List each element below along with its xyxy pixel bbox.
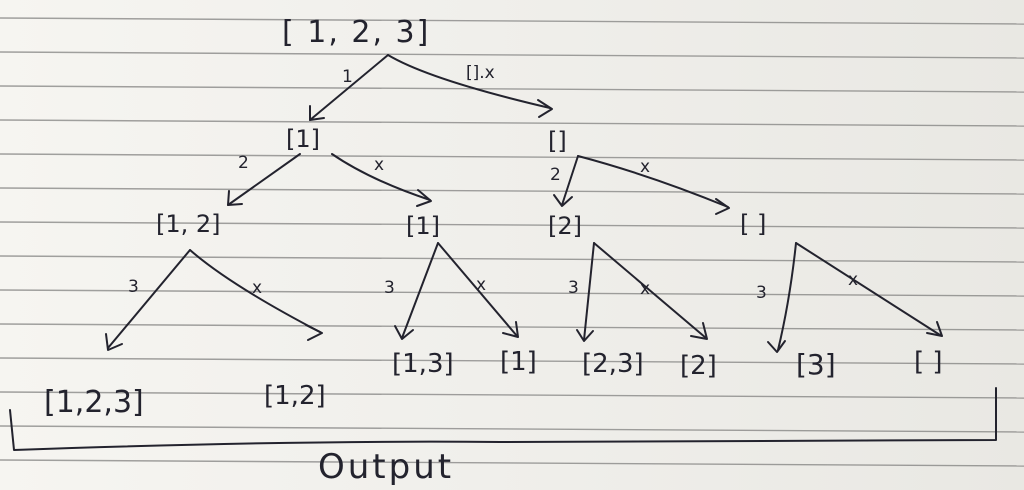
arrowhead xyxy=(690,322,708,340)
edge-n5-right xyxy=(593,242,707,339)
arrowhead xyxy=(394,325,414,340)
tree-edges xyxy=(105,54,943,353)
edge-n6-right xyxy=(795,242,941,336)
edge-label-n6-left: 3 xyxy=(756,283,767,303)
arrowhead xyxy=(227,190,243,206)
edge-label-n6-right: x xyxy=(848,270,858,290)
arrowhead xyxy=(576,329,594,342)
edge-n6-left xyxy=(777,242,797,351)
arrowhead xyxy=(767,340,786,353)
node-5: [2] xyxy=(548,212,582,240)
ruled-line xyxy=(0,323,1024,331)
edge-n3-left xyxy=(107,249,191,349)
leaf-subset: [1] xyxy=(500,347,537,377)
arrowhead xyxy=(926,321,943,337)
node-3: [1, 2] xyxy=(156,210,221,238)
node-4: [1] xyxy=(406,212,440,240)
edge-label-n3-right: x xyxy=(252,278,262,298)
ruled-line xyxy=(0,153,1024,161)
edge-labels: 1 [].x 2 x 2 x 3 x 3 x 3 x 3 x xyxy=(128,63,858,303)
tree-nodes: [ 1, 2, 3] [1] [] [1, 2] [1] [2] [ ] xyxy=(156,15,766,240)
node-2: [] xyxy=(548,127,567,155)
arrowhead xyxy=(416,189,432,207)
node-6: [ ] xyxy=(740,210,766,238)
edge-label-n2-left: 2 xyxy=(550,165,561,185)
edge-label-n4-right: x xyxy=(476,275,486,295)
edge-n2-left xyxy=(561,155,579,206)
node-1: [1] xyxy=(286,125,320,153)
arrowhead xyxy=(305,324,323,341)
leaf-subset: [ ] xyxy=(914,347,943,377)
edge-label-n3-left: 3 xyxy=(128,277,139,297)
edge-n1-left xyxy=(227,153,301,206)
ruled-line xyxy=(0,391,1024,399)
ruled-line xyxy=(0,357,1024,365)
leaf-subset: [1,3] xyxy=(392,349,454,379)
ruled-line xyxy=(0,51,1024,59)
edge-n1-right xyxy=(331,153,431,201)
edge-label-n5-left: 3 xyxy=(568,278,579,298)
leaf-subset: [3] xyxy=(796,348,836,381)
leaf-subset: [1,2,3] xyxy=(44,385,144,420)
edge-n4-left xyxy=(401,242,439,339)
ruled-line xyxy=(0,17,1024,25)
edge-label-n1-left: 2 xyxy=(238,153,249,173)
edge-label-n4-left: 3 xyxy=(384,278,395,298)
arrowhead xyxy=(715,198,730,215)
edge-label-n1-right: x xyxy=(374,155,384,175)
edge-n5-left xyxy=(583,242,595,341)
leaf-subset: [2] xyxy=(680,351,717,381)
ruled-line xyxy=(0,425,1024,433)
edge-n3-right xyxy=(189,249,321,333)
edge-label-root-left: 1 xyxy=(342,67,353,87)
edge-label-root-right: [].x xyxy=(466,63,495,83)
edge-label-n2-right: x xyxy=(640,157,650,177)
ruled-line xyxy=(0,289,1024,297)
edge-root-left xyxy=(309,54,389,121)
output-brace xyxy=(9,387,997,451)
leaf-subsets: [1,2,3] [1,2] [1,3] [1] [2,3] [2] [3] [ … xyxy=(44,347,943,420)
ruled-line xyxy=(0,459,1024,467)
edge-root-right xyxy=(387,54,551,109)
ruled-line xyxy=(0,187,1024,195)
arrowhead xyxy=(553,194,573,207)
arrowhead xyxy=(537,99,553,118)
ruled-line xyxy=(0,221,1024,229)
ruled-line xyxy=(0,255,1024,263)
leaf-subset: [2,3] xyxy=(582,349,644,379)
arrowhead xyxy=(309,105,325,121)
root-node: [ 1, 2, 3] xyxy=(282,15,430,50)
edge-label-n5-right: x xyxy=(640,279,650,299)
edge-n4-right xyxy=(437,242,518,337)
ruled-line xyxy=(0,119,1024,127)
ruled-lines xyxy=(0,17,1024,467)
output-label: Output xyxy=(318,447,454,487)
edge-n2-right xyxy=(577,155,729,208)
arrowhead xyxy=(105,333,123,351)
ruled-line xyxy=(0,85,1024,93)
arrowhead xyxy=(502,321,519,338)
leaf-subset: [1,2] xyxy=(264,381,326,411)
